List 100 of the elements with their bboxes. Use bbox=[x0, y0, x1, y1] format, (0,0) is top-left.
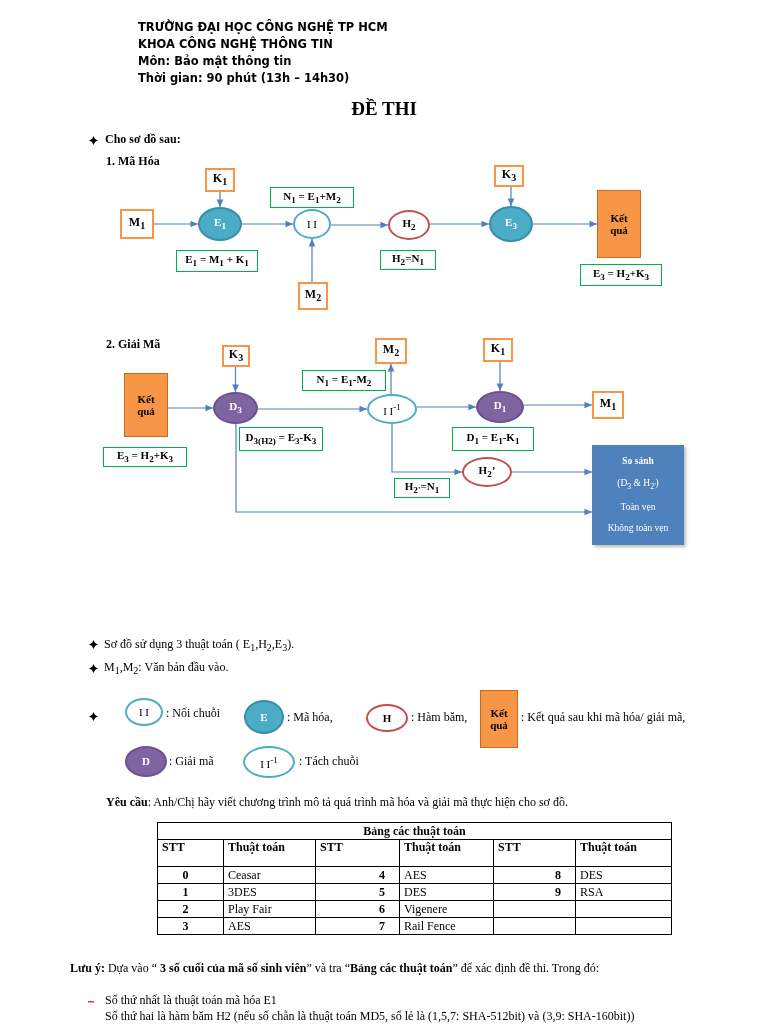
compare-box bbox=[592, 445, 684, 545]
encrypt-symbol: E bbox=[244, 700, 284, 734]
table-header-cell: STT bbox=[157, 839, 224, 867]
arrow bbox=[232, 366, 239, 393]
concat-ellipse: I I$^{-1}$ bbox=[367, 394, 417, 424]
formula-box: D$_{1}$ = E$_{1}$-K$_{1}$ bbox=[452, 427, 534, 451]
note-text: M$_{1}$,M$_{2}$: Văn bản đầu vào. bbox=[104, 660, 229, 677]
formula-box: E$_{3}$ = H$_{2}$+K$_{3}$ bbox=[103, 447, 187, 467]
arrow bbox=[257, 405, 368, 413]
arrow bbox=[153, 220, 199, 228]
arrow bbox=[511, 468, 593, 476]
arrow bbox=[507, 186, 515, 207]
legend-text: : Kết quả sau khi mã hóa/ giải mã, bbox=[521, 710, 686, 725]
arrow bbox=[523, 401, 593, 409]
arrow bbox=[429, 220, 490, 228]
table-title-cell: Bảng các thuật toán bbox=[157, 822, 672, 840]
legend-text: : Nối chuỗi bbox=[166, 706, 220, 721]
list-item: Số thứ nhất là thuật toán mã hóa E1 bbox=[105, 993, 277, 1008]
table-cell: 0 bbox=[157, 866, 224, 884]
arrow bbox=[330, 221, 389, 229]
table-cell: Ceasar bbox=[223, 866, 316, 884]
legend-text: : Mã hóa, bbox=[287, 710, 333, 725]
input-box: K$_{3}$ bbox=[494, 165, 524, 187]
table-cell: 3 bbox=[157, 917, 224, 935]
decrypt-symbol: D bbox=[125, 746, 167, 777]
box-text: (D$_{3}$ & H$_{2'}$) bbox=[617, 477, 659, 492]
table-cell: Play Fair bbox=[223, 900, 316, 918]
concat-symbol: I I$^{-1}$ bbox=[243, 746, 295, 778]
input-box: M$_{2}$ bbox=[298, 282, 328, 310]
note-text: Sơ đồ sử dụng 3 thuật toán ( E$_{1}$,H$_{2}$,E$_{3}$). bbox=[104, 637, 295, 654]
table-cell: 3DES bbox=[223, 883, 316, 901]
formula-box: H$_{2}$=N$_{1}$ bbox=[380, 250, 436, 270]
concat-ellipse: I I bbox=[293, 209, 331, 239]
legend-text: : Tách chuỗi bbox=[299, 754, 359, 769]
formula-box: E$_{1}$ = M$_{1}$ + K$_{1}$ bbox=[176, 250, 258, 272]
table-cell: 5 bbox=[315, 883, 400, 901]
hash-ellipse: H$_{2}$’ bbox=[462, 457, 512, 487]
arrow bbox=[167, 404, 214, 412]
header-text: TRƯỜNG ĐẠI HỌC CÔNG NGHỆ TP HCM bbox=[138, 20, 388, 34]
table-cell: 2 bbox=[157, 900, 224, 918]
page-title: ĐỀ THI bbox=[350, 98, 418, 120]
arrow bbox=[387, 363, 395, 395]
note-text: Lưu ý: Dựa vào “ 3 số cuối của mã số sinh viên” và tra “Bảng các thuật toán” để xác định đề thi. Trong đó: bbox=[70, 961, 600, 976]
section-heading: Cho sơ đồ sau: bbox=[105, 132, 181, 147]
section-heading: 1. Mã Hóa bbox=[106, 154, 160, 169]
result-box: Kết quả bbox=[124, 373, 168, 437]
hash-ellipse: H$_{2}$ bbox=[388, 210, 430, 240]
header-text: KHOA CÔNG NGHỆ THÔNG TIN bbox=[138, 37, 333, 51]
table-cell: 1 bbox=[157, 883, 224, 901]
table-header-cell: Thuật toán bbox=[399, 839, 494, 867]
input-box: M$_{1}$ bbox=[120, 209, 154, 239]
table-header-cell: STT bbox=[315, 839, 400, 867]
box-heading: So sánh bbox=[622, 456, 654, 467]
input-box: M$_{2}$ bbox=[375, 338, 407, 364]
decrypt-ellipse: D$_{1}$ bbox=[476, 391, 524, 423]
arrow bbox=[416, 403, 477, 411]
arrow bbox=[391, 423, 463, 476]
input-box: K$_{1}$ bbox=[205, 168, 235, 192]
formula-box: E$_{3}$ = H$_{2}$+K$_{3}$ bbox=[580, 264, 662, 286]
formula-box: H$_{2'}$=N$_{1}$ bbox=[394, 478, 450, 498]
box-text: Không toàn vẹn bbox=[607, 523, 669, 534]
concat-symbol: I I bbox=[125, 698, 163, 726]
result-symbol: Kết quả bbox=[480, 690, 518, 748]
header-text: Môn: Bảo mật thông tin bbox=[138, 54, 292, 68]
table-cell: 8 bbox=[493, 866, 576, 884]
list-item: Số thứ hai là hàm băm H2 (nếu số chẵn là thuật toán MD5, số lẻ là (1,5,7: SHA-512bit) và (3,9: SHA-160bit)) bbox=[105, 1009, 635, 1024]
table-cell: 6 bbox=[315, 900, 400, 918]
encrypt-ellipse: E$_{3}$ bbox=[489, 206, 533, 242]
formula-box: N$_{1}$ = E$_{1}$-M$_{2}$ bbox=[302, 370, 386, 391]
arrow bbox=[308, 238, 316, 283]
table-cell: 7 bbox=[315, 917, 400, 935]
table-cell: Rail Fence bbox=[399, 917, 494, 935]
box-text: Toàn vẹn bbox=[620, 501, 656, 513]
requirement-text: Yêu cầu: Anh/Chị hãy viết chương trình mô tả quá trình mã hóa và giải mã thực hiện cho sơ đồ. bbox=[106, 795, 568, 810]
table-cell: AES bbox=[399, 866, 494, 884]
formula-box: N$_{1}$ = E$_{1}$+M$_{2}$ bbox=[270, 187, 354, 208]
decrypt-ellipse: D$_{3}$ bbox=[213, 392, 258, 424]
table-cell: 4 bbox=[315, 866, 400, 884]
arrow bbox=[532, 220, 598, 228]
table-header-cell: Thuật toán bbox=[575, 839, 672, 867]
encrypt-ellipse: E$_{1}$ bbox=[198, 207, 242, 241]
header-text: Thời gian: 90 phút (13h – 14h30) bbox=[138, 71, 350, 85]
legend-text: : Giải mã bbox=[169, 754, 214, 769]
section-heading: 2. Giải Mã bbox=[106, 337, 161, 352]
input-box: M$_{1}$ bbox=[592, 391, 624, 419]
table-header-cell: Thuật toán bbox=[223, 839, 316, 867]
arrow bbox=[216, 191, 224, 208]
hash-symbol: H bbox=[366, 704, 408, 732]
arrow bbox=[496, 361, 504, 392]
table-cell: DES bbox=[575, 866, 672, 884]
legend-text: : Hàm băm, bbox=[411, 710, 468, 725]
table-cell: AES bbox=[223, 917, 316, 935]
arrow bbox=[235, 423, 593, 516]
table-header-cell: STT bbox=[493, 839, 576, 867]
formula-box: D$_{3(H2)}$ = E$_{3}$-K$_{3}$ bbox=[239, 427, 323, 451]
input-box: K$_{1}$ bbox=[483, 338, 513, 362]
table-cell: Vigenere bbox=[399, 900, 494, 918]
input-box: K$_{3}$ bbox=[222, 345, 250, 367]
arrow bbox=[241, 220, 294, 228]
result-box: Kết quả bbox=[597, 190, 641, 258]
